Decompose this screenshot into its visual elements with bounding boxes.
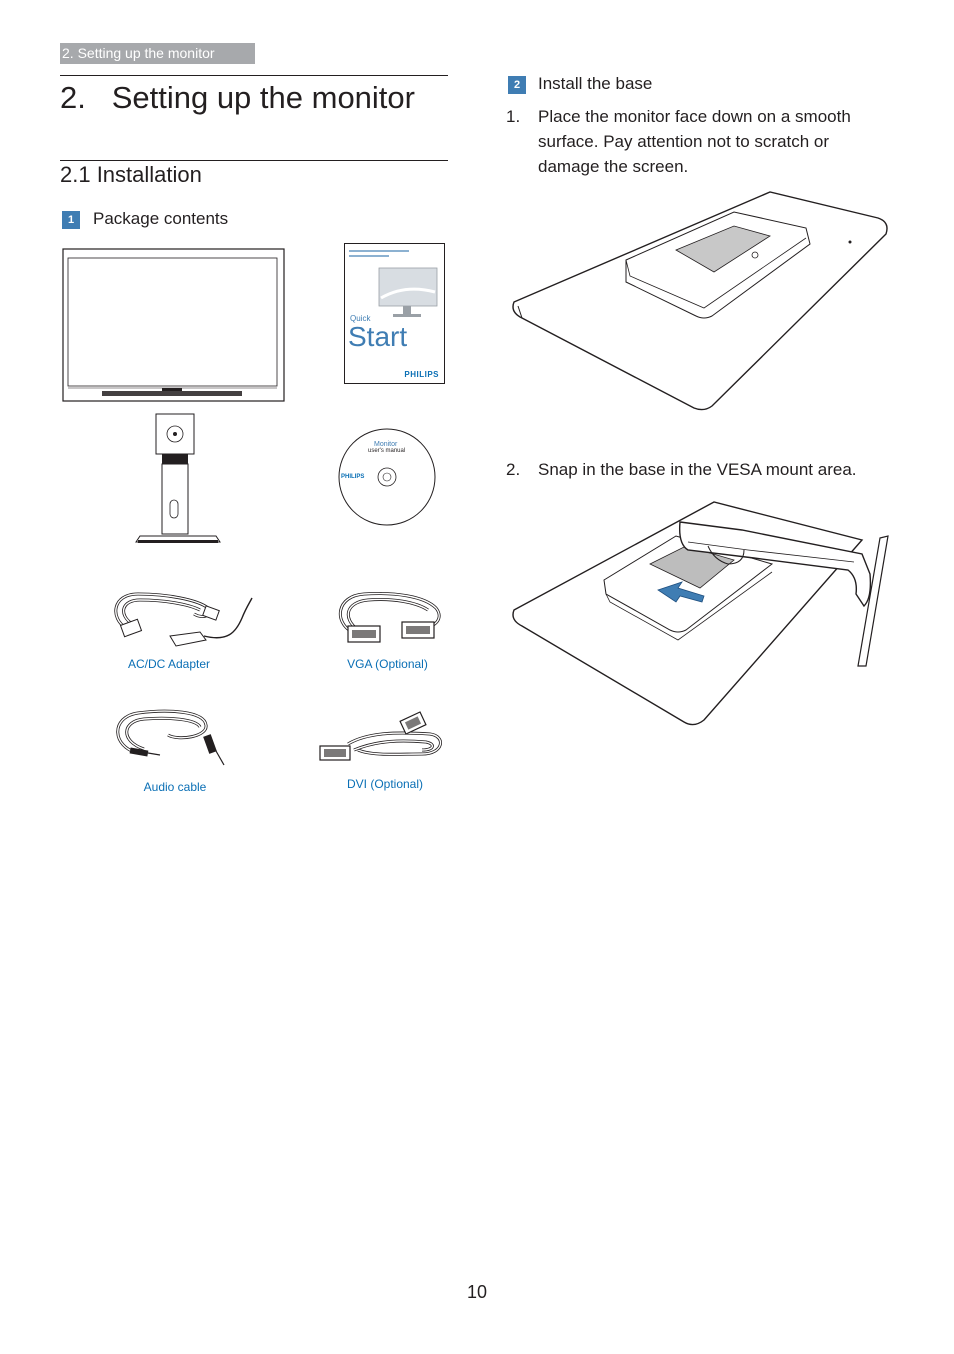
chapter-title: 2. Setting up the monitor — [60, 80, 415, 115]
quick-start-booklet: Quick Start PHILIPS — [344, 243, 445, 384]
booklet-start: Start — [348, 321, 408, 352]
section-title: 2.1 Installation — [60, 162, 202, 187]
step-2-number: 2. — [506, 460, 521, 479]
package-badge: 1 — [62, 211, 80, 229]
install-badge: 2 — [508, 76, 526, 94]
vga-cable-illustration — [338, 592, 441, 643]
stand-illustration — [135, 413, 221, 543]
cd-disc: Monitor user's manual PHILIPS — [337, 427, 437, 527]
snap-base-illustration — [512, 501, 889, 726]
cd-brand: PHILIPS — [341, 474, 365, 480]
vga-caption: VGA (Optional) — [347, 657, 428, 671]
audio-caption: Audio cable — [143, 780, 207, 794]
monitor-face-down-illustration — [512, 191, 888, 411]
adapter-caption: AC/DC Adapter — [127, 657, 211, 671]
adapter-illustration — [114, 592, 253, 647]
page-number: 10 — [466, 1282, 488, 1302]
step-2-text: Snap in the base in the VESA mount area. — [538, 460, 857, 479]
booklet-quick: Quick — [350, 314, 371, 323]
dvi-cable-illustration — [319, 711, 442, 761]
booklet-monitor-image — [378, 267, 438, 317]
monitor-illustration — [62, 248, 285, 402]
install-title: Install the base — [538, 74, 653, 93]
step-1-number: 1. — [506, 107, 521, 126]
chapter-rule — [60, 75, 448, 76]
section-rule — [60, 160, 448, 161]
booklet-brand: PHILIPS — [404, 370, 439, 379]
cd-label-line2: user's manual — [368, 448, 406, 454]
running-header: 2. Setting up the monitor — [60, 43, 255, 64]
booklet-url-line — [349, 250, 409, 252]
step-1-text: Place the monitor face down on a smooth … — [538, 107, 851, 176]
cd-label-line1: Monitor — [374, 441, 398, 448]
cd-disc-shape — [338, 428, 436, 526]
package-title: Package contents — [93, 209, 229, 228]
dvi-caption: DVI (Optional) — [346, 777, 424, 791]
audio-cable-illustration — [116, 709, 225, 766]
booklet-url-line — [349, 255, 389, 257]
